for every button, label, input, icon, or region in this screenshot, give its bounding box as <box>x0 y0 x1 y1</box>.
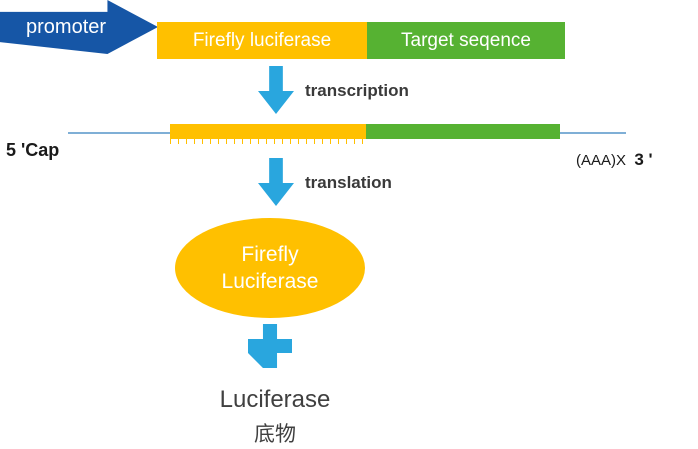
mrna-target-segment <box>366 124 560 139</box>
target-sequence-label: Target seqence <box>401 29 531 51</box>
poly-a-text: (AAA)X <box>576 152 627 169</box>
promoter-label: promoter <box>26 15 107 38</box>
plus-icon <box>248 324 292 368</box>
result-luciferase-label: Luciferase <box>219 386 331 413</box>
three-prime-label: 3 ' <box>634 150 653 169</box>
result-substrate-label: 底物 <box>254 423 296 446</box>
transcription-arrow-icon <box>258 66 294 114</box>
poly-a-tail-label: (AAA)X 3 ' <box>576 150 653 170</box>
result-block: Luciferase 底物 <box>165 386 385 448</box>
mrna-firefly-segment <box>170 124 366 139</box>
firefly-luciferase-segment: Firefly luciferase <box>157 22 367 59</box>
translation-label: translation <box>305 173 392 192</box>
protein-label-line1: Firefly <box>241 242 299 266</box>
transcription-label: transcription <box>305 81 409 100</box>
translation-arrow-icon <box>258 158 294 206</box>
mrna-tick-marks <box>170 139 366 144</box>
target-sequence-segment: Target seqence <box>367 22 565 59</box>
firefly-luciferase-protein: Firefly Luciferase <box>175 218 365 318</box>
protein-label-line2: Luciferase <box>221 270 319 293</box>
promoter-arrow-icon: promoter <box>0 0 158 54</box>
firefly-luciferase-label: Firefly luciferase <box>192 29 332 51</box>
five-prime-cap-label: 5 'Cap <box>6 140 60 160</box>
